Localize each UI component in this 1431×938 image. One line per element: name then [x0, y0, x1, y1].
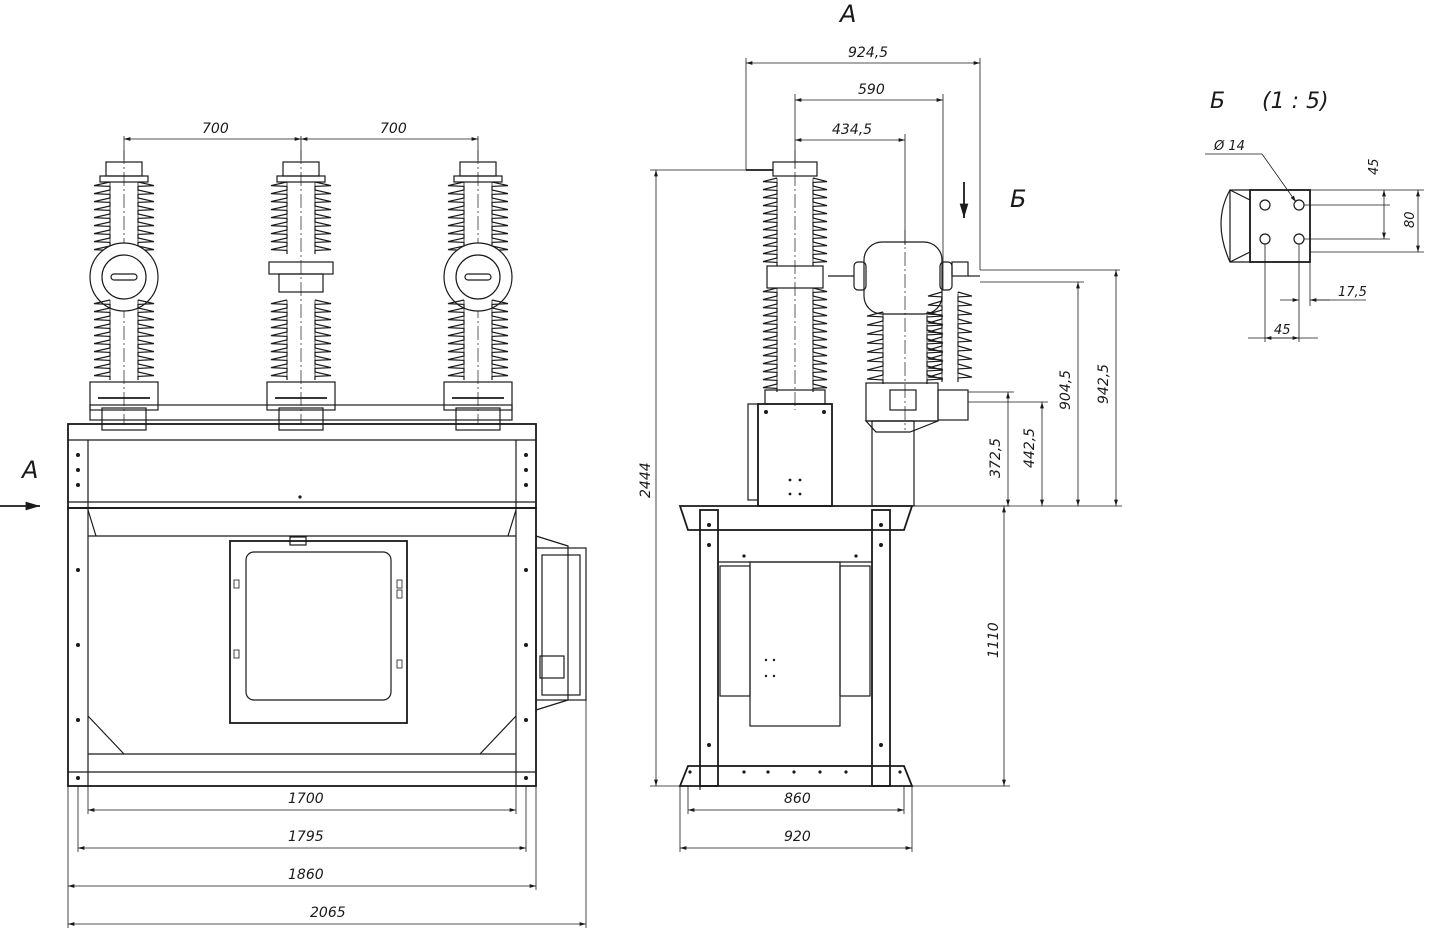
pole-base-3	[443, 381, 513, 431]
side-drive-box	[535, 535, 587, 711]
current-transformer	[866, 230, 973, 430]
ct-sheds-right	[927, 291, 973, 382]
detail-title-scale: (1 : 5)	[1262, 89, 1329, 114]
side-right-dimensions: 372,5 442,5 904,5 942,5	[912, 269, 1122, 507]
pole-mid-flange-2	[268, 261, 334, 293]
dim-hole-dia: Ø 14	[1213, 139, 1245, 154]
dim-1700: 1700	[288, 791, 324, 807]
front-pitch-dimension: 700 700	[123, 121, 479, 160]
dim-1110: 1110	[986, 622, 1002, 658]
detail-arrow-b-label: Б	[1010, 185, 1026, 213]
side-view-label: А	[838, 0, 856, 28]
lower-sheds-3	[447, 299, 509, 380]
dim-1795: 1795	[288, 829, 324, 845]
pole-drive-box	[747, 403, 833, 507]
front-bottom-dimensions: 1700 1795 1860 2065	[67, 700, 587, 928]
detail-b-view: Б (1 : 5) Ø 14 45 80	[1205, 89, 1424, 342]
dim-1860: 1860	[288, 867, 324, 883]
insulator-pole-3	[443, 150, 513, 431]
upper-sheds-1	[93, 181, 155, 254]
dim-2065: 2065	[310, 905, 346, 921]
pole-base-1	[89, 381, 159, 431]
dim-590: 590	[858, 82, 885, 98]
dim-434-5: 434,5	[832, 122, 872, 138]
side-lower-sheds	[762, 287, 828, 392]
upper-sheds-3	[447, 181, 509, 254]
bushing-terminal-3	[443, 242, 513, 312]
dim-942-5: 942,5	[1096, 364, 1112, 404]
detail-title-letter: Б	[1210, 89, 1225, 114]
dim-17-5: 17,5	[1338, 285, 1367, 300]
side-insulator-pole	[746, 150, 828, 410]
dim-904-5: 904,5	[1058, 370, 1074, 410]
dim-height-total: 2444	[638, 169, 770, 787]
pitch-right-label: 700	[380, 121, 407, 137]
pole-support-beam	[89, 404, 513, 421]
insulator-pole-2	[266, 150, 336, 431]
side-upper-sheds	[762, 177, 828, 266]
front-view: 700 700	[0, 121, 587, 928]
dim-920: 920	[784, 829, 811, 845]
view-arrow-a: А	[0, 456, 40, 511]
side-bottom-dimensions: 860 920	[679, 786, 913, 852]
dim-2444: 2444	[638, 462, 654, 498]
dim-height-frame: 1110	[912, 505, 1010, 787]
dim-80: 80	[1403, 211, 1418, 228]
detail-arrow-b: Б	[959, 182, 1026, 218]
dim-442-5: 442,5	[1022, 428, 1038, 468]
side-top-dimensions: 924,5 590 434,5	[745, 45, 981, 290]
front-support-frame	[67, 507, 537, 787]
lower-sheds-2	[270, 299, 332, 380]
insulator-pole-1	[89, 150, 159, 431]
pole-base-2	[266, 381, 336, 431]
dim-45-top: 45	[1367, 158, 1382, 175]
ct-sheds-left	[866, 311, 944, 384]
terminal-plate	[1220, 189, 1311, 263]
dim-372-5: 372,5	[988, 438, 1004, 478]
control-cabinet-door	[229, 536, 408, 724]
current-transformer-base	[864, 382, 969, 507]
detail-dimensions: Ø 14 45 80 17,5 45	[1205, 139, 1424, 342]
dim-860: 860	[784, 791, 811, 807]
pitch-left-label: 700	[202, 121, 229, 137]
bushing-terminal-1	[89, 242, 159, 312]
side-support-frame	[678, 505, 914, 790]
dim-45-bottom: 45	[1274, 323, 1291, 338]
mechanism-housing-upper	[67, 423, 537, 509]
upper-sheds-2	[270, 181, 332, 254]
view-arrow-a-label: А	[20, 456, 38, 484]
current-transformer-tank	[828, 241, 980, 315]
side-view: А 924,5 590 434,5 Б	[638, 0, 1122, 852]
dim-924-5: 924,5	[848, 45, 888, 61]
lower-sheds-1	[93, 299, 155, 380]
front-insulator-poles	[89, 150, 513, 431]
